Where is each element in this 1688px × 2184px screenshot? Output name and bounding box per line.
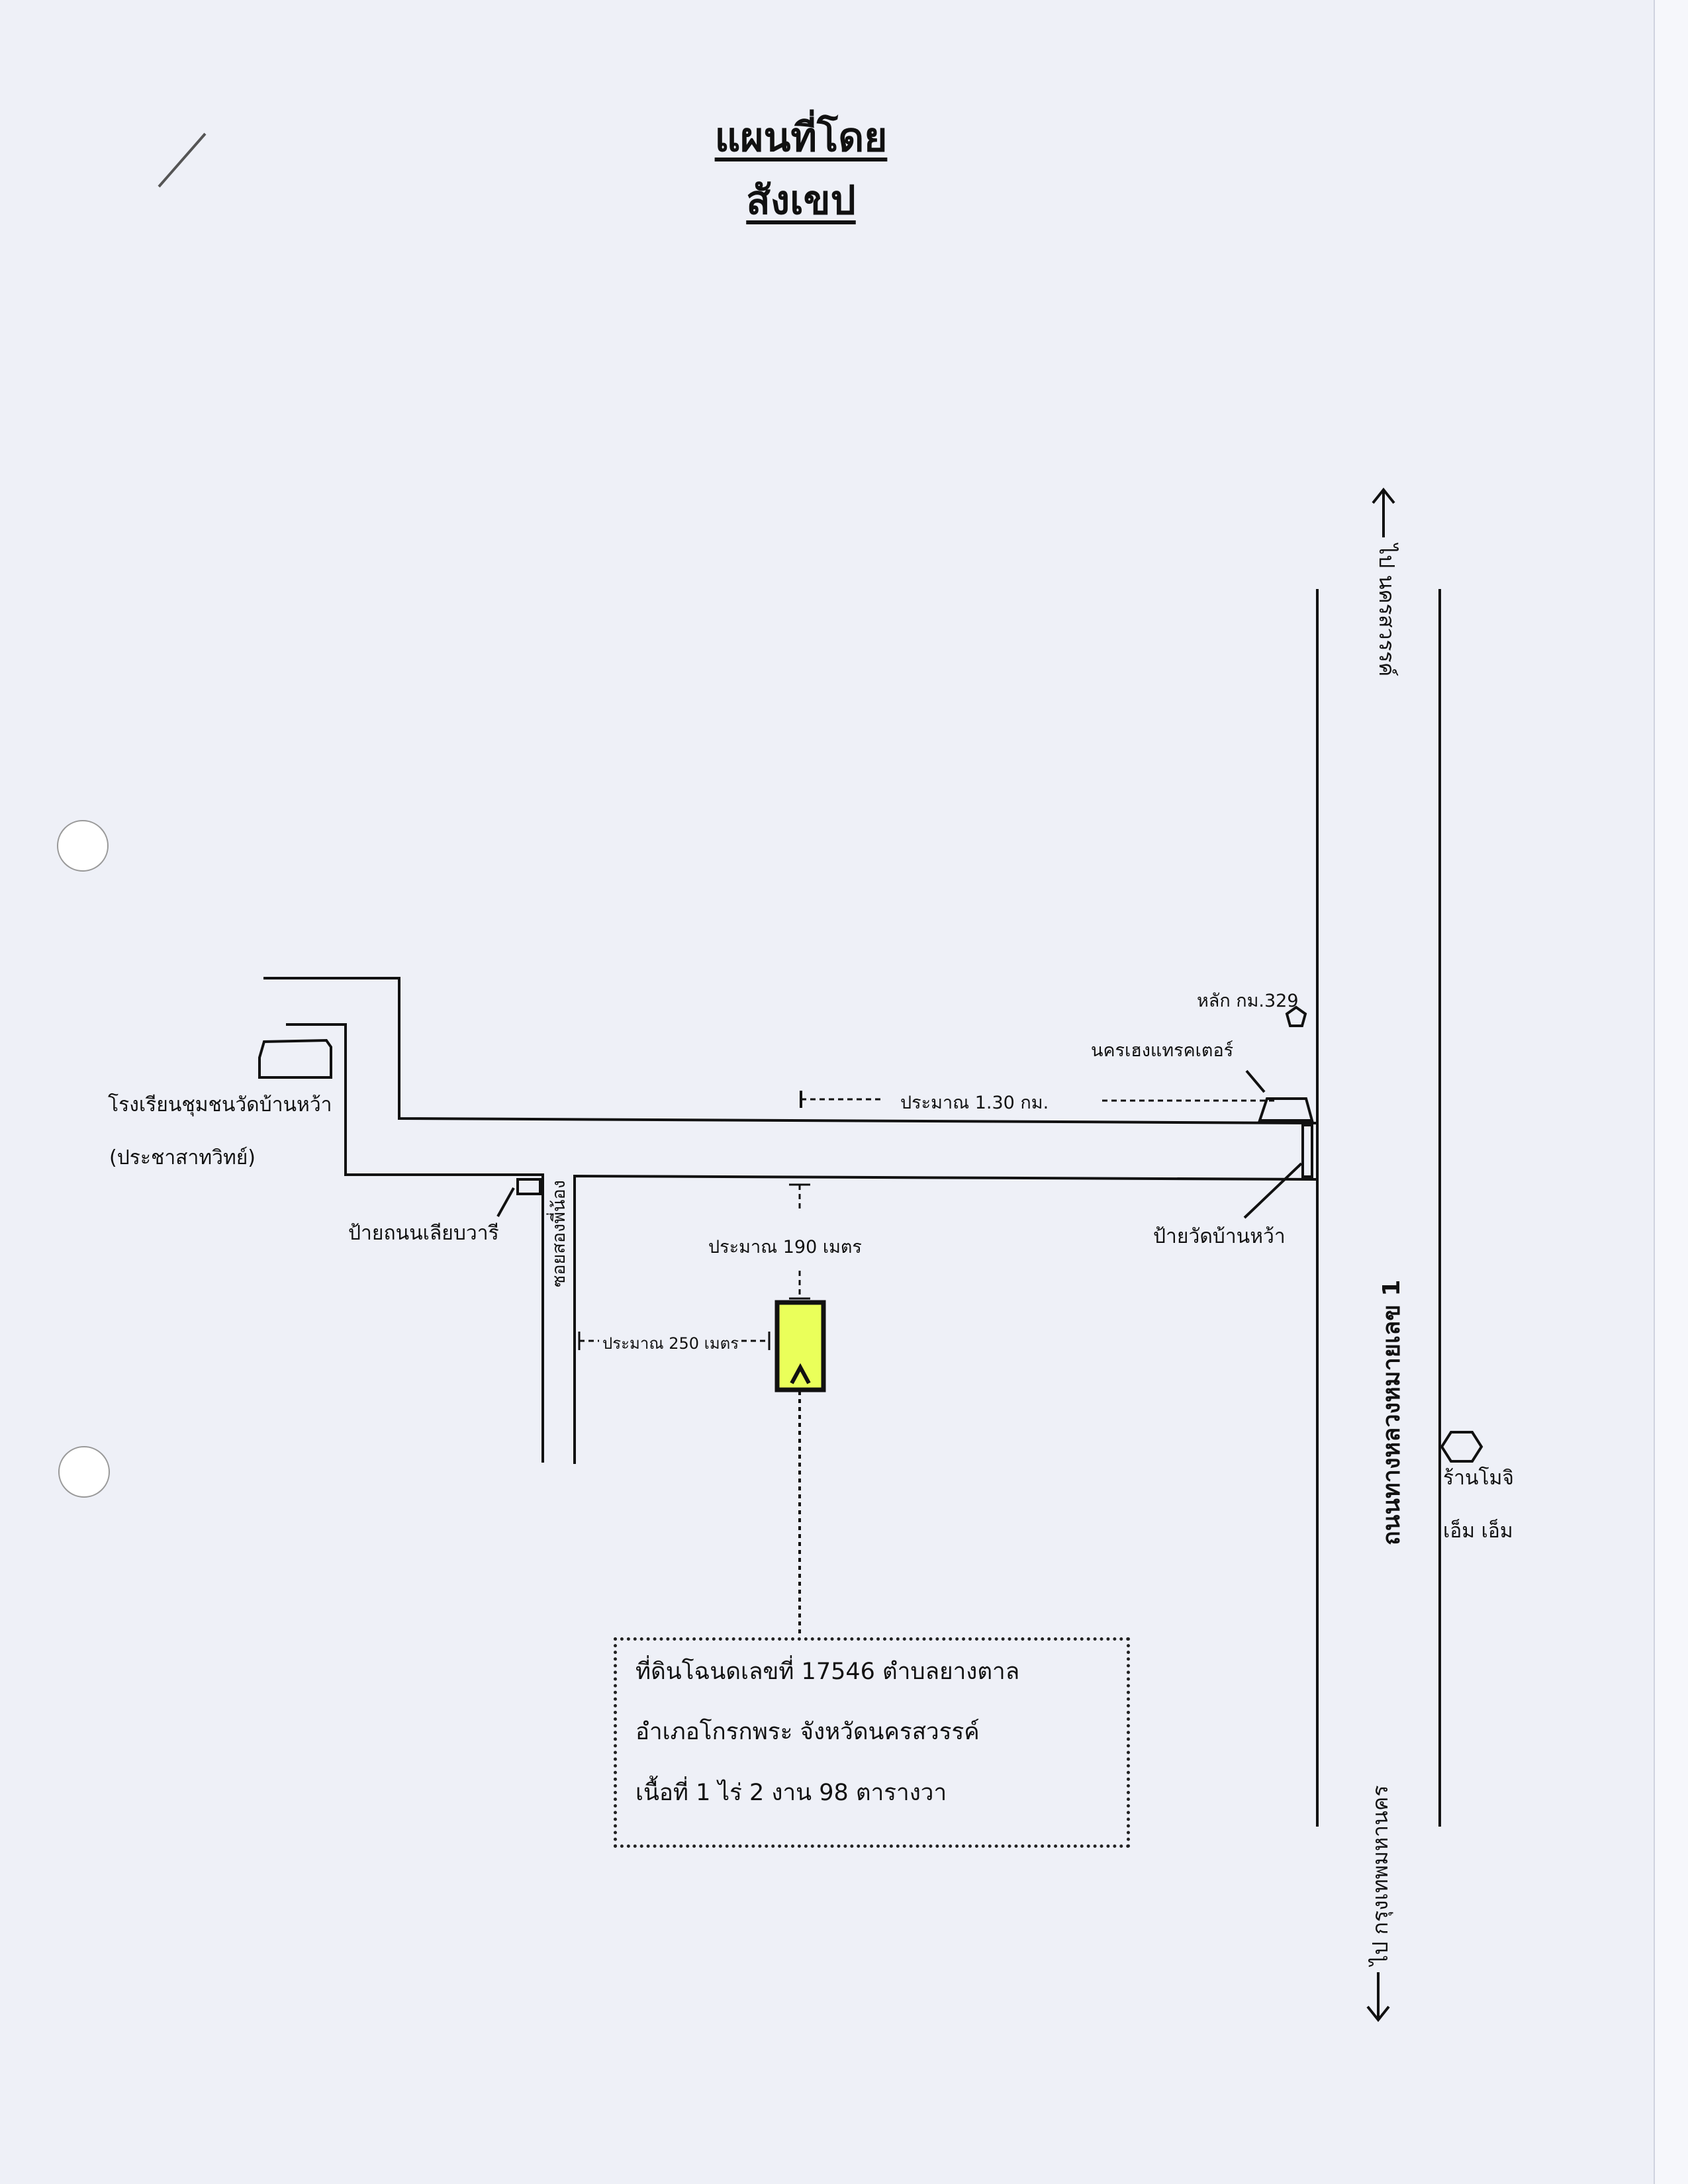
- south-arrow-head: [1366, 2005, 1390, 2023]
- lower-road-top: [286, 1023, 544, 1463]
- to-bangkok-label: ไป กรุงเทพมหานคร: [1368, 1785, 1393, 1966]
- temple-sign-label: ป้ายวัดบ้านหว้า: [1153, 1225, 1286, 1248]
- road-sign-icon: [516, 1178, 541, 1195]
- distance-190-label: ประมาณ 190 เมตร: [708, 1237, 862, 1257]
- tractor-arrow: [1245, 1069, 1266, 1093]
- school-icon: [258, 1038, 332, 1079]
- shop-label-line2: เอ็ม เอ็ม: [1443, 1520, 1513, 1543]
- parcel-rectangle: [774, 1300, 826, 1392]
- soi-label: ซอยสองพี่น้อง: [549, 1180, 569, 1287]
- parcel-info-box: ที่ดินโฉนดเลขที่ 17546 ตำบลยางตาล อำเภอโ…: [614, 1637, 1130, 1848]
- school-label-line1: โรงเรียนชุมชนวัดบ้านหว้า: [108, 1093, 332, 1116]
- road-sign-label: ป้ายถนนเลียบวารี: [348, 1222, 499, 1245]
- lower-road-bottom: [573, 1174, 1317, 1464]
- scan-mark: [158, 132, 207, 188]
- parcel-info-line1: ที่ดินโฉนดเลขที่ 17546 ตำบลยางตาล: [635, 1659, 1020, 1685]
- tractor-shop-icon: [1258, 1097, 1314, 1122]
- tractor-shop-label: นครเฮงแทรคเตอร์: [1091, 1040, 1234, 1061]
- highway-label: ถนนทางหลวงหมายเลข 1: [1378, 1279, 1405, 1545]
- parcel-info-line3: เนื้อที่ 1 ไร่ 2 งาน 98 ตารางวา: [635, 1780, 947, 1806]
- hexagon-icon: [1440, 1431, 1483, 1463]
- temple-sign-arrow: [1243, 1162, 1303, 1219]
- shop-label-line1: ร้านโมจิ: [1443, 1467, 1514, 1490]
- caret-up-icon: [790, 1363, 811, 1385]
- pentagon-icon: [1285, 1005, 1307, 1027]
- punch-hole-bottom: [58, 1446, 110, 1498]
- road-sign-arrow: [496, 1187, 515, 1217]
- upper-road-top: [263, 977, 1317, 1124]
- temple-sign-icon: [1301, 1124, 1313, 1178]
- distance-main-label: ประมาณ 1.30 กม.: [900, 1093, 1049, 1113]
- page-title: แผนที่โดยสังเขป: [714, 114, 888, 224]
- north-arrow-head: [1372, 487, 1395, 504]
- punch-hole-top: [57, 820, 109, 872]
- km-post-label: หลัก กม.329: [1197, 991, 1299, 1011]
- parcel-info-line2: อำเภอโกรกพระ จังหวัดนครสวรรค์: [635, 1719, 980, 1745]
- distance-250-label: ประมาณ 250 เมตร: [602, 1334, 739, 1353]
- page-edge: [1654, 0, 1688, 2184]
- to-nakhonsawan-label: ไป นครสวรรค์: [1374, 544, 1399, 677]
- school-label-line2: (ประชาสาทวิทย์): [109, 1146, 256, 1169]
